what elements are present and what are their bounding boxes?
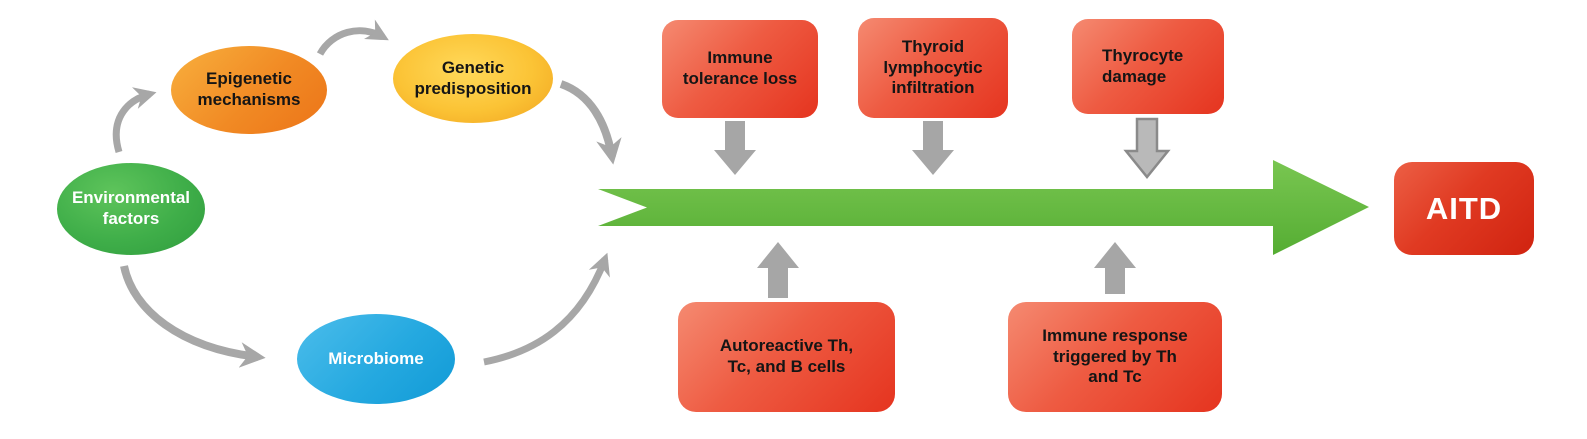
down-arrow-immune-tolerance xyxy=(714,121,756,175)
node-epigenetic-mechanisms: Epigenetic mechanisms xyxy=(171,46,327,134)
arrow-environment-to-epigenetic xyxy=(112,87,157,154)
node-environmental-factors: Environmental factors xyxy=(57,163,205,255)
node-immune-tolerance-loss: Immune tolerance loss xyxy=(662,20,818,118)
arrow-environment-to-microbiome xyxy=(120,265,266,368)
arrow-genetic-to-timeline xyxy=(559,80,622,165)
node-thyrocyte-damage: Thyrocyte damage xyxy=(1072,19,1224,114)
node-thyroid-lymphocytic-infiltration: Thyroid lymphocytic infiltration xyxy=(858,18,1008,118)
main-green-arrow xyxy=(598,160,1369,255)
node-aitd-result: AITD xyxy=(1394,162,1534,255)
up-arrow-autoreactive xyxy=(757,242,799,298)
arrow-microbiome-to-timeline xyxy=(483,252,610,366)
node-autoreactive-cells: Autoreactive Th, Tc, and B cells xyxy=(678,302,895,412)
up-arrow-immune-response xyxy=(1094,242,1136,294)
down-arrow-thyrocyte-damage xyxy=(1123,117,1171,179)
down-arrow-thyroid-infiltration xyxy=(912,121,954,175)
node-microbiome: Microbiome xyxy=(297,314,455,404)
node-genetic-predisposition: Genetic predisposition xyxy=(393,34,553,123)
arrow-epigenetic-to-genetic xyxy=(316,19,389,56)
node-immune-response: Immune response triggered by Th and Tc xyxy=(1008,302,1222,412)
